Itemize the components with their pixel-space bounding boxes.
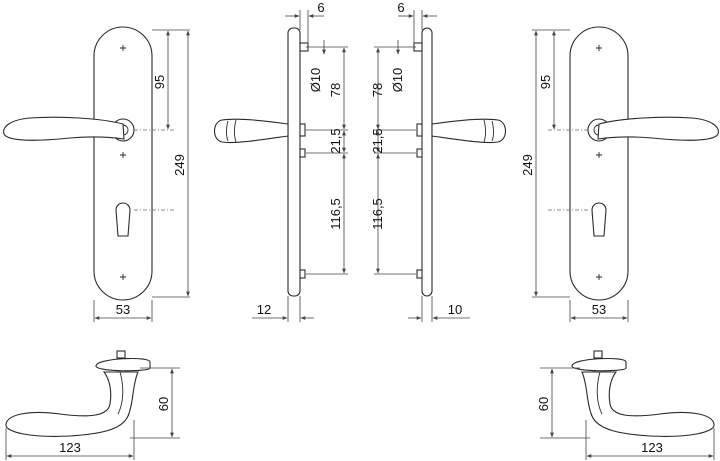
- dim-53-left: 53: [116, 302, 130, 317]
- dim-116-5-left: 116,5: [328, 198, 343, 230]
- dim-6-right: 6: [397, 0, 404, 15]
- dim-d10-right: Ø10: [390, 68, 405, 93]
- front-view-right: 95 249 53: [520, 26, 719, 322]
- side-view-left: 6 Ø10 78 21,5 116,5 12: [213, 0, 348, 322]
- lever-side-right: [431, 118, 507, 144]
- dim-53-right: 53: [592, 302, 606, 317]
- lever-top-left: [5, 371, 139, 437]
- lever-top-right: [581, 371, 715, 437]
- dim-10: 10: [448, 302, 462, 317]
- lever-left: [3, 116, 125, 141]
- dim-d10-left: Ø10: [308, 68, 323, 93]
- dim-123-right: 123: [641, 440, 663, 455]
- dim-6-left: 6: [317, 0, 324, 15]
- top-view-left: 60 123: [5, 350, 180, 460]
- dim-60-left: 60: [156, 397, 171, 411]
- dim-116-5-right: 116,5: [370, 198, 385, 230]
- dim-78-right: 78: [370, 83, 385, 97]
- lever-right: [597, 116, 719, 141]
- dim-21-5-left: 21,5: [328, 128, 343, 153]
- rose-profile-right: [571, 358, 627, 372]
- plate-profile-right: [421, 27, 433, 297]
- dim-21-5-right: 21,5: [370, 128, 385, 153]
- keyhole-right: [591, 202, 607, 237]
- lever-side-left: [213, 118, 289, 144]
- dim-78-left: 78: [328, 83, 343, 97]
- rose-profile-left: [95, 358, 151, 372]
- dim-12: 12: [257, 302, 271, 317]
- dim-249-right: 249: [520, 154, 535, 176]
- top-view-right: 60 123: [536, 350, 715, 460]
- dim-123-left: 123: [59, 440, 81, 455]
- front-view-left: 95 249 53: [3, 26, 190, 322]
- dim-95-left: 95: [152, 75, 167, 89]
- side-view-right: 6 78 Ø10 21,5 116,5 10: [370, 0, 507, 322]
- backplate-left: [93, 26, 153, 301]
- plate-profile-left: [287, 27, 301, 297]
- dim-60-right: 60: [536, 397, 551, 411]
- keyhole-left: [115, 202, 131, 237]
- dim-249-left: 249: [172, 154, 187, 176]
- dim-95-right: 95: [538, 75, 553, 89]
- backplate-right: [569, 26, 629, 301]
